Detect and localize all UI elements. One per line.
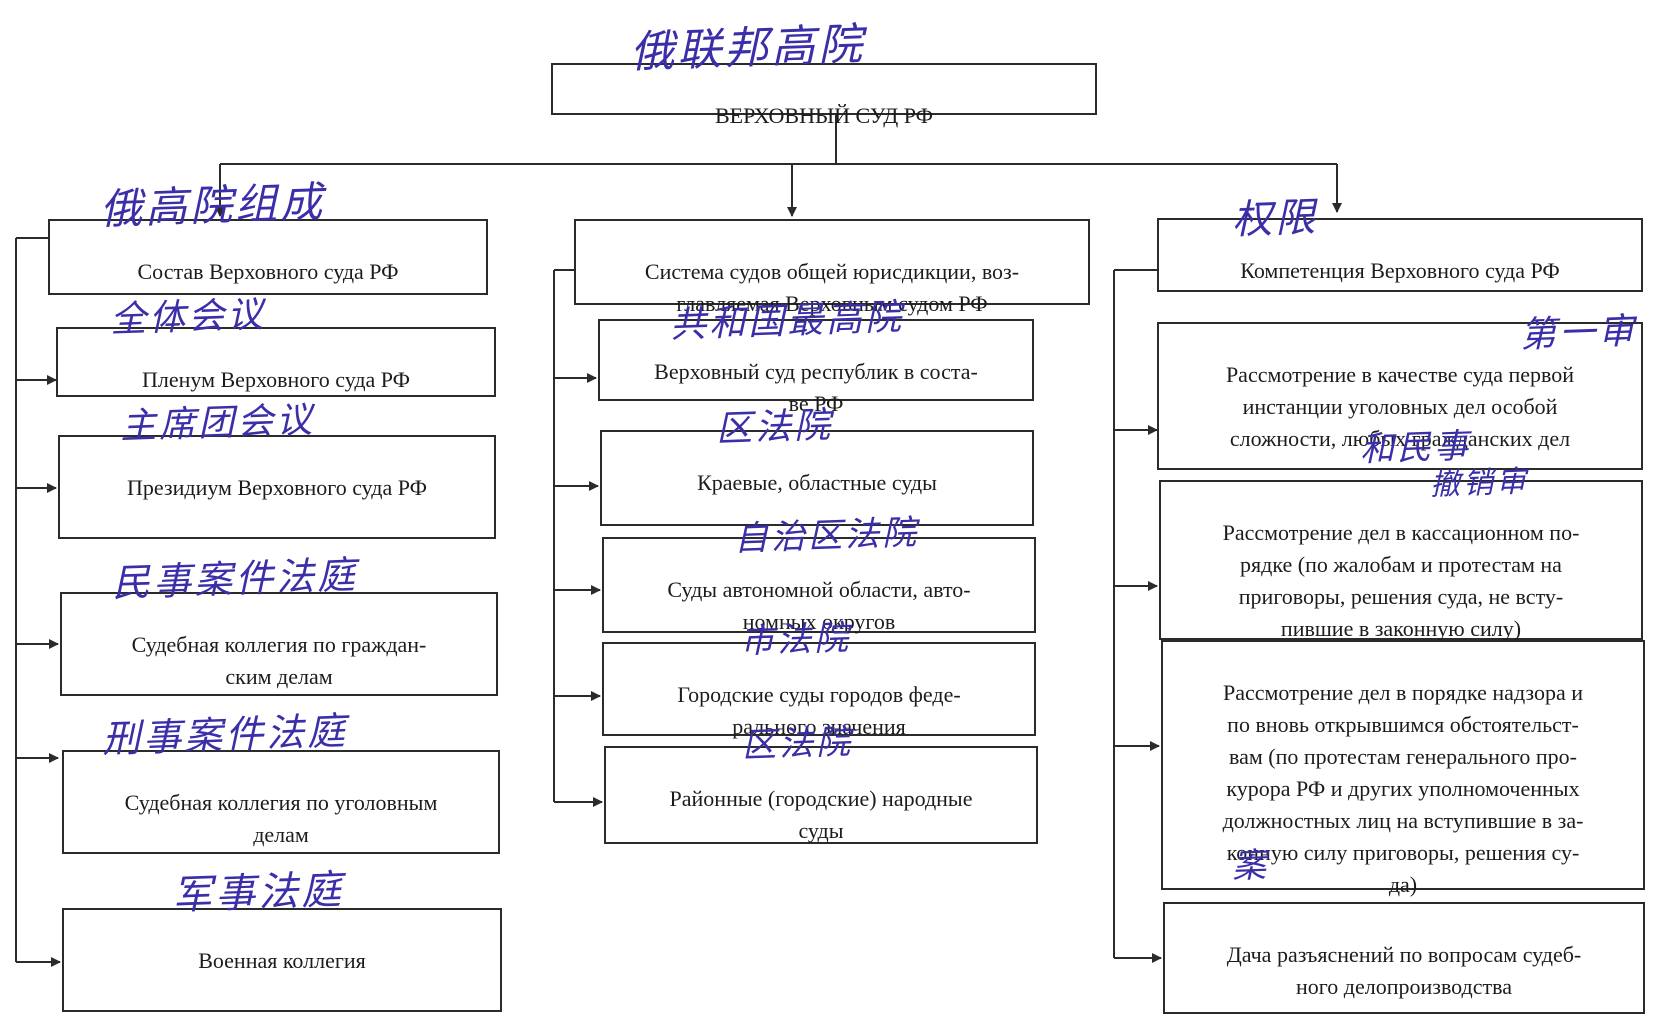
left-item-box: Пленум Верховного суда РФ — [56, 327, 496, 397]
left-item-text: Президиум Верховного суда РФ — [126, 475, 427, 500]
root-box: ВЕРХОВНЫЙ СУД РФ — [551, 63, 1097, 128]
middle-item-annotation: 市法院 — [739, 618, 852, 662]
left-item-annotation: 民事案件法庭 — [111, 552, 359, 606]
right-item-box: Дача разъяснений по вопросам судеб- ного… — [1163, 902, 1645, 1014]
right-item-box: Рассмотрение в качестве суда первой инст… — [1157, 322, 1643, 470]
middle-header-box: Система судов общей юрисдикции, воз- гла… — [574, 219, 1090, 316]
middle-item-text: Районные (городские) народные суды — [669, 786, 973, 843]
left-item-box: Судебная коллегия по граждан- ским делам — [60, 592, 498, 696]
middle-item-annotation: 区法院 — [715, 404, 834, 451]
right-item-annotation: 撤销审 — [1429, 464, 1530, 503]
right-header-annotation: 权限 — [1231, 194, 1319, 244]
middle-item-annotation: 共和国最高院 — [669, 296, 905, 347]
right-item-annotation: 第一审 — [1519, 310, 1638, 357]
right-header-box: Компетенция Верховного суда РФ — [1157, 218, 1643, 292]
left-item-annotation: 全体会议 — [109, 294, 267, 341]
middle-header-text: Система судов общей юрисдикции, воз- гла… — [644, 259, 1020, 316]
middle-item-text: Краевые, областные суды — [697, 470, 937, 495]
right-item-text: Рассмотрение дел в кассационном по- рядк… — [1222, 520, 1580, 641]
middle-item-text: Суды автономной области, авто- номных ок… — [667, 577, 971, 634]
right-item-annotation: 案 — [1231, 845, 1270, 887]
right-item-box: Рассмотрение дел в кассационном по- рядк… — [1159, 480, 1643, 641]
left-item-text: Пленум Верховного суда РФ — [141, 367, 411, 392]
left-item-box: Военная коллегия — [62, 908, 502, 1012]
middle-item-annotation: 自治区法院 — [733, 512, 920, 560]
middle-item-box: Суды автономной области, авто- номных ок… — [602, 537, 1036, 634]
middle-item-box: Верховный суд республик в соста- ве РФ — [598, 319, 1034, 416]
middle-item-box: Краевые, областные суды — [600, 430, 1034, 526]
middle-item-box: Городские суды городов феде- рального зн… — [602, 642, 1036, 739]
left-header-annotation: 俄高院组成 — [99, 177, 326, 234]
middle-item-annotation: 区法院 — [741, 722, 854, 766]
left-item-box: Президиум Верховного суда РФ — [58, 435, 496, 539]
right-item-text: Дача разъяснений по вопросам судеб- ного… — [1226, 942, 1582, 999]
left-item-text: Военная коллегия — [198, 948, 366, 973]
left-item-box: Судебная коллегия по уголовным делам — [62, 750, 500, 854]
left-item-annotation: 军事法庭 — [171, 867, 345, 919]
left-header-text: Состав Верховного суда РФ — [137, 259, 399, 284]
left-item-text: Судебная коллегия по уголовным делам — [124, 790, 438, 847]
right-header-text: Компетенция Верховного суда РФ — [1240, 258, 1560, 283]
root-title: ВЕРХОВНЫЙ СУД РФ — [714, 103, 934, 128]
middle-item-box: Районные (городские) народные суды — [604, 746, 1038, 844]
left-item-annotation: 刑事案件法庭 — [101, 708, 349, 762]
left-header-box: Состав Верховного суда РФ — [48, 219, 488, 295]
middle-item-text: Верховный суд республик в соста- ве РФ — [654, 359, 978, 416]
right-item-box: Рассмотрение дел в порядке надзора и по … — [1161, 640, 1645, 897]
left-item-text: Судебная коллегия по граждан- ским делам — [131, 632, 427, 689]
right-item-text: Рассмотрение в качестве суда первой инст… — [1225, 362, 1575, 451]
left-item-annotation: 主席团会议 — [119, 399, 316, 448]
right-item-text: Рассмотрение дел в порядке надзора и по … — [1222, 680, 1584, 897]
root-annotation: 俄联邦高院 — [629, 18, 866, 79]
middle-item-text: Городские суды городов феде- рального зн… — [677, 682, 961, 739]
